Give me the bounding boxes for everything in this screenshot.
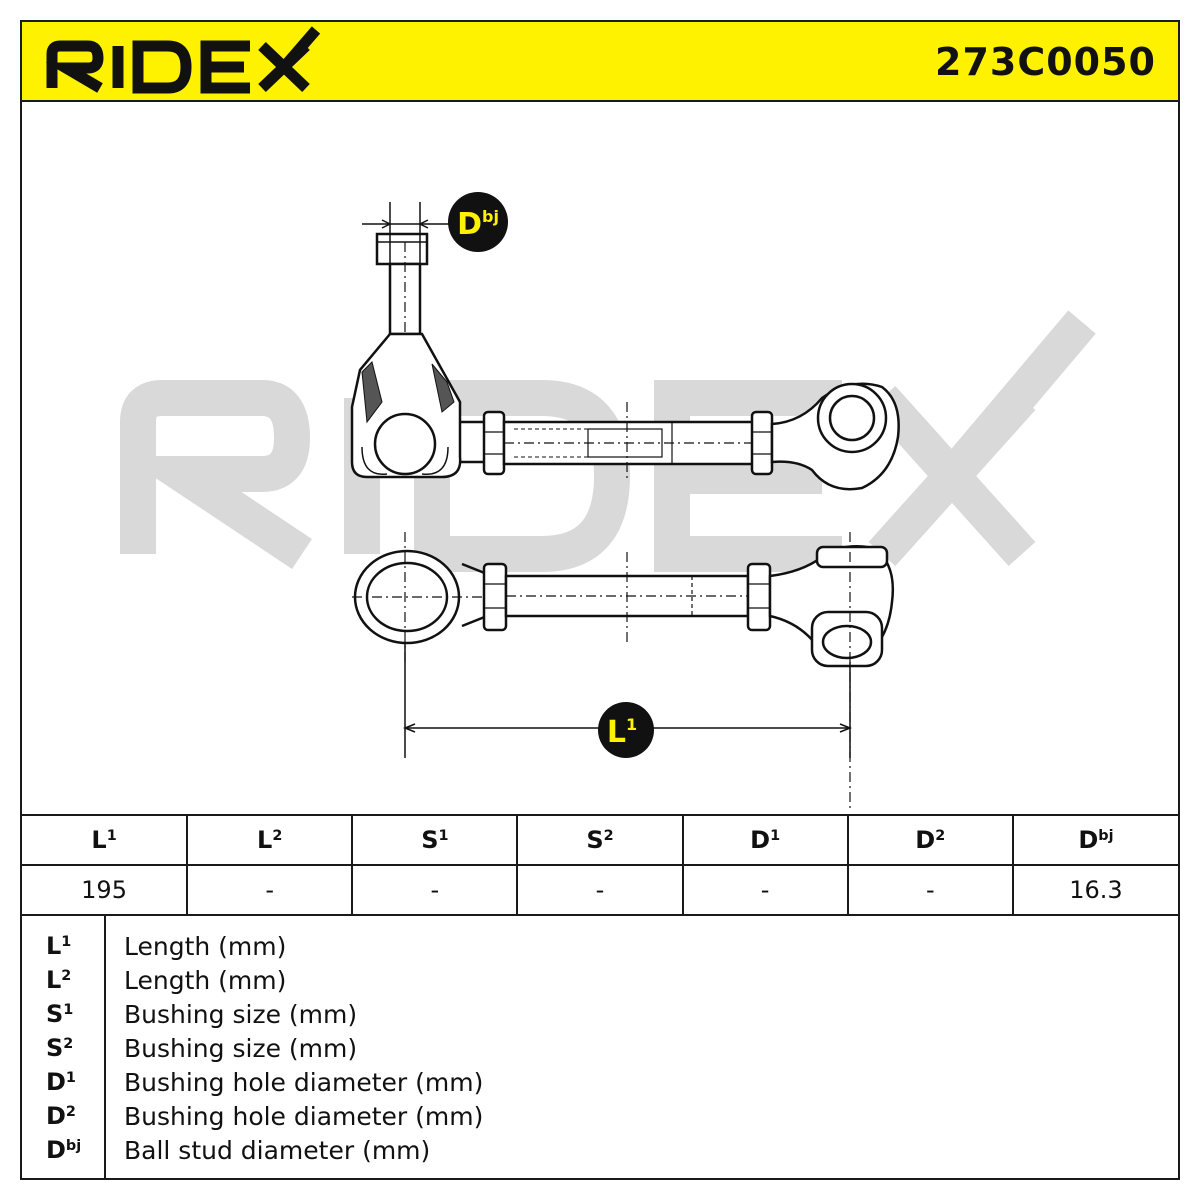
legend-item: D1 Bushing hole diameter (mm) bbox=[22, 1068, 1178, 1102]
technical-drawing: Dbj bbox=[120, 192, 1096, 812]
part-number: 273C0050 bbox=[935, 40, 1156, 84]
spec-value-row: 195 - - - - - 16.3 bbox=[22, 864, 1178, 916]
value-dbj: 16.3 bbox=[1011, 864, 1178, 916]
legend-divider bbox=[104, 914, 106, 1178]
legend-item: L1 Length (mm) bbox=[22, 932, 1178, 966]
col-header-l1: L1 bbox=[22, 814, 189, 866]
length-marker bbox=[598, 702, 654, 758]
length-marker-label: L1 bbox=[607, 715, 637, 750]
col-header-s1: S1 bbox=[351, 814, 519, 866]
value-d2: - bbox=[846, 864, 1014, 916]
legend-item: D2 Bushing hole diameter (mm) bbox=[22, 1102, 1178, 1136]
length-dimension bbox=[402, 642, 853, 758]
legend-item: S2 Bushing size (mm) bbox=[22, 1034, 1178, 1068]
legend-text: Bushing size (mm) bbox=[124, 1000, 358, 1029]
legend-text: Ball stud diameter (mm) bbox=[124, 1136, 431, 1165]
value-l1: 195 bbox=[22, 864, 189, 916]
value-s1: - bbox=[351, 864, 519, 916]
value-d1: - bbox=[681, 864, 849, 916]
arm-side-view bbox=[352, 532, 894, 812]
legend-symbol: L1 bbox=[46, 932, 72, 960]
header-bar: 273C0050 bbox=[22, 22, 1178, 102]
product-sheet: 273C0050 bbox=[20, 20, 1180, 1180]
ball-stud-marker bbox=[448, 192, 508, 252]
legend-text: Length (mm) bbox=[124, 932, 287, 961]
ball-stud-dimension bbox=[362, 202, 452, 264]
spec-header-row: L1 L2 S1 S2 D1 D2 Dbj bbox=[22, 814, 1178, 866]
col-header-l2: L2 bbox=[186, 814, 354, 866]
col-header-s2: S2 bbox=[516, 814, 684, 866]
legend-text: Bushing size (mm) bbox=[124, 1034, 358, 1063]
col-header-d2: D2 bbox=[846, 814, 1014, 866]
legend-symbol: D1 bbox=[46, 1068, 76, 1096]
legend: L1 Length (mm) L2 Length (mm) S1 Bushing… bbox=[22, 914, 1178, 1178]
legend-text: Bushing hole diameter (mm) bbox=[124, 1068, 484, 1097]
legend-item: Dbj Ball stud diameter (mm) bbox=[22, 1136, 1178, 1170]
ridex-logo bbox=[45, 26, 321, 94]
spec-table: L1 L2 S1 S2 D1 D2 Dbj 195 - - - - - 16.3 bbox=[22, 814, 1178, 916]
legend-symbol: L2 bbox=[46, 966, 72, 994]
legend-item: L2 Length (mm) bbox=[22, 966, 1178, 1000]
legend-symbol: S2 bbox=[46, 1034, 74, 1062]
arm-top-view bbox=[350, 232, 900, 491]
col-header-d1: D1 bbox=[681, 814, 849, 866]
legend-symbol: S1 bbox=[46, 1000, 74, 1028]
legend-text: Bushing hole diameter (mm) bbox=[124, 1102, 484, 1131]
value-l2: - bbox=[186, 864, 354, 916]
legend-text: Length (mm) bbox=[124, 966, 287, 995]
legend-symbol: Dbj bbox=[46, 1136, 82, 1164]
legend-item: S1 Bushing size (mm) bbox=[22, 1000, 1178, 1034]
col-header-dbj: Dbj bbox=[1011, 814, 1178, 866]
legend-symbol: D2 bbox=[46, 1102, 76, 1130]
ball-stud-marker-label: Dbj bbox=[457, 207, 499, 242]
value-s2: - bbox=[516, 864, 684, 916]
